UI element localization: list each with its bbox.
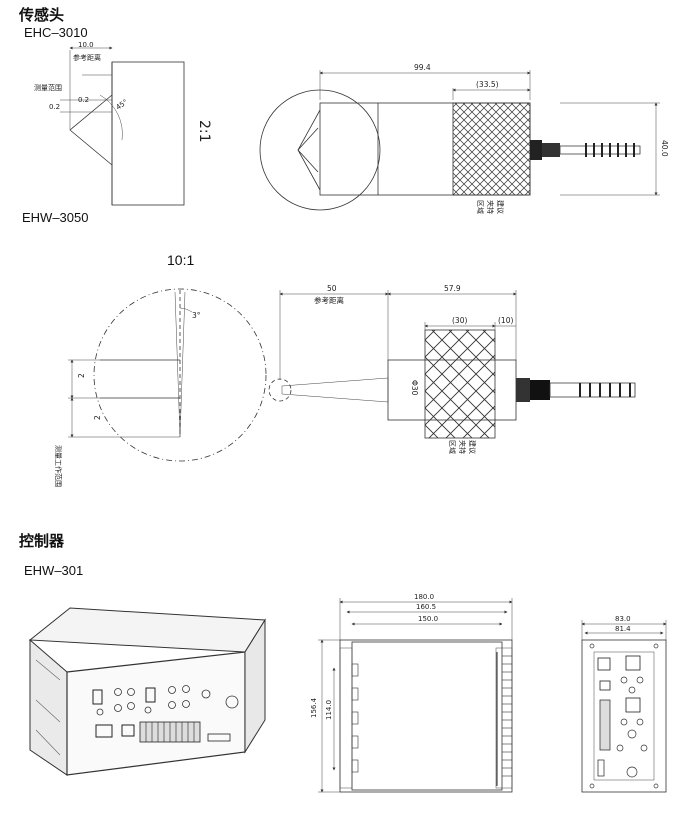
ehc-length: 99.4: [414, 63, 431, 72]
ehw-diameter: Φ30: [410, 380, 419, 396]
model-ehw-301: EHW–301: [24, 563, 84, 578]
ehc-ref-dist-value: 10.0: [78, 41, 94, 49]
ehc-angle: 45°: [115, 98, 130, 112]
ehw3050-detail-view: 2 2 3° 测量工作范围: [54, 288, 267, 487]
controller-iso-view: [28, 607, 266, 776]
scale-2-1: 2:1: [196, 120, 212, 143]
sensor-head-title: 传感头: [19, 7, 65, 24]
ctrl-h1: 156.4: [310, 697, 318, 718]
ehc-range-label: 测量范围: [34, 83, 62, 92]
model-ehc-3010: EHC–3010: [24, 25, 88, 40]
ehc-grip-note-1: 建议: [496, 200, 505, 214]
ehc-grip-len: (33.5): [476, 80, 499, 89]
ctrl-w1: 180.0: [414, 593, 434, 601]
ehc-height: 40.0: [660, 140, 669, 157]
ctrl-h2: 114.0: [325, 700, 333, 720]
ehc-ref-dist-label: 参考距离: [73, 53, 101, 62]
ehw-range-bottom: 2: [93, 415, 102, 420]
controller-front-view: 83.0 81.4: [581, 615, 667, 793]
ctrl-d2: 81.4: [615, 625, 631, 633]
ehc3010-side-view: 99.4 (33.5) 40.0 建议 夹持 区域: [259, 63, 669, 214]
model-ehw-3050: EHW–3050: [22, 210, 89, 225]
ctrl-w3: 150.0: [418, 615, 438, 623]
ehw-grip-len: (30): [452, 316, 467, 325]
ehc-grip-note-3: 区域: [476, 200, 485, 214]
ehw-range-top: 2: [77, 373, 86, 378]
ehw-grip-note-1: 建议: [468, 440, 477, 454]
ehw-end-len: (10): [498, 316, 513, 325]
ehw-body-len: 57.9: [444, 284, 461, 293]
ehw-range-label: 测量工作范围: [54, 445, 63, 487]
controller-title: 控制器: [19, 533, 65, 550]
controller-top-view: 180.0 160.5 150.0 156.4 114.0: [310, 593, 513, 793]
ehw3050-side-view: 50 参考距离 57.9 (30) (10) Φ30 建议 夹持 区域: [268, 284, 636, 454]
ctrl-d1: 83.0: [615, 615, 631, 623]
ehw-angle: 3°: [192, 311, 201, 320]
ehw-ref-dist-value: 50: [327, 284, 337, 293]
ehw-ref-dist-label: 参考距离: [314, 295, 344, 305]
ehc-mid-02: 0.2: [78, 96, 89, 104]
ehc3010-detail-view: 10.0 参考距离 测量范围 0.2 0.2 45° 2:1: [34, 41, 212, 206]
ehw-grip-note-3: 区域: [448, 440, 457, 454]
ctrl-w2: 160.5: [416, 603, 436, 611]
ehc-left-02: 0.2: [49, 103, 60, 111]
ehw-grip-note-2: 夹持: [458, 440, 467, 454]
ehc-grip-note-2: 夹持: [486, 200, 495, 214]
scale-10-1: 10:1: [167, 252, 195, 268]
